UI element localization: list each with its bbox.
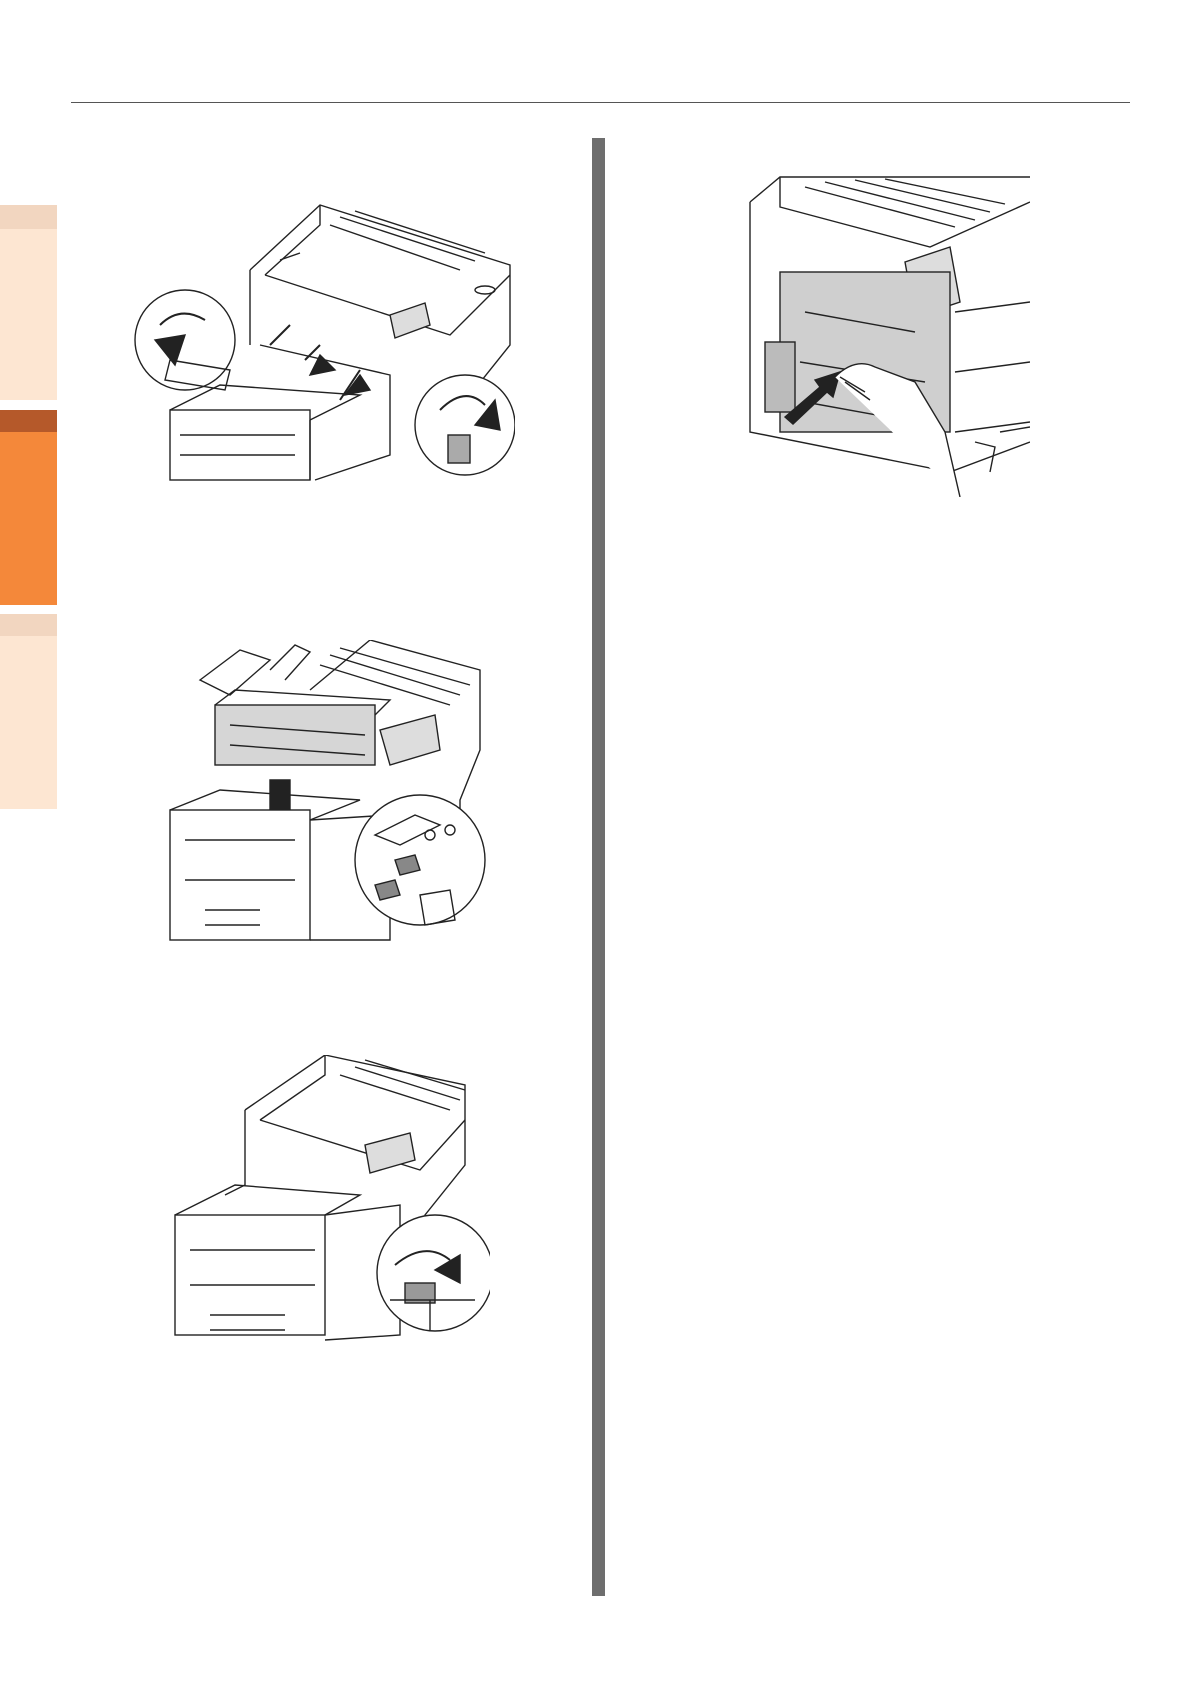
figure-close-cover <box>745 172 1030 497</box>
figure-lock-lever <box>165 1055 490 1385</box>
side-tab-2-top <box>0 410 57 432</box>
side-tab-1-top <box>0 205 57 229</box>
side-tab-3-top <box>0 614 57 636</box>
figure-printer-levers <box>130 195 515 525</box>
side-tab-2[interactable] <box>0 410 57 605</box>
header-rule <box>71 102 1130 103</box>
figure-fuser-insertion <box>160 640 490 965</box>
side-tab-1[interactable] <box>0 205 57 400</box>
center-divider <box>592 138 605 1596</box>
side-tab-3[interactable] <box>0 614 57 809</box>
